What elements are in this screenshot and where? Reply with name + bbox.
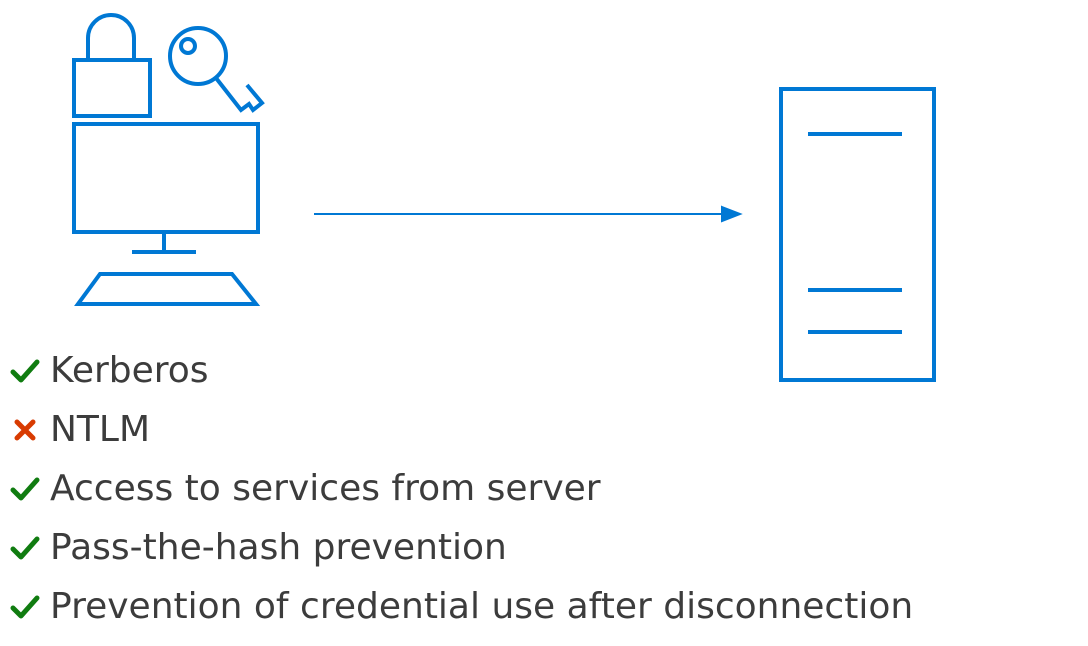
lock-icon — [72, 13, 152, 118]
feature-label: NTLM — [50, 409, 151, 450]
check-icon — [10, 536, 40, 560]
arrow-right-icon — [314, 205, 743, 223]
feature-label: Kerberos — [50, 350, 209, 391]
check-icon — [10, 477, 40, 501]
computer-monitor-icon — [72, 122, 260, 254]
feature-label: Prevention of credential use after disco… — [50, 586, 914, 627]
feature-item-service-access: Access to services from server — [10, 458, 913, 520]
feature-item-pass-the-hash: Pass-the-hash prevention — [10, 517, 913, 579]
feature-item-credential-use: Prevention of credential use after disco… — [10, 576, 913, 638]
feature-label: Pass-the-hash prevention — [50, 527, 507, 568]
feature-item-ntlm: NTLM — [10, 399, 913, 461]
check-icon — [10, 595, 40, 619]
feature-label: Access to services from server — [50, 468, 601, 509]
key-icon — [168, 26, 265, 113]
cross-icon — [14, 419, 36, 441]
feature-item-kerberos: Kerberos — [10, 340, 913, 402]
keyboard-icon — [74, 272, 261, 306]
server-icon — [779, 87, 936, 382]
check-icon — [10, 359, 40, 383]
feature-list: Kerberos NTLM Access to services from se… — [10, 340, 913, 638]
